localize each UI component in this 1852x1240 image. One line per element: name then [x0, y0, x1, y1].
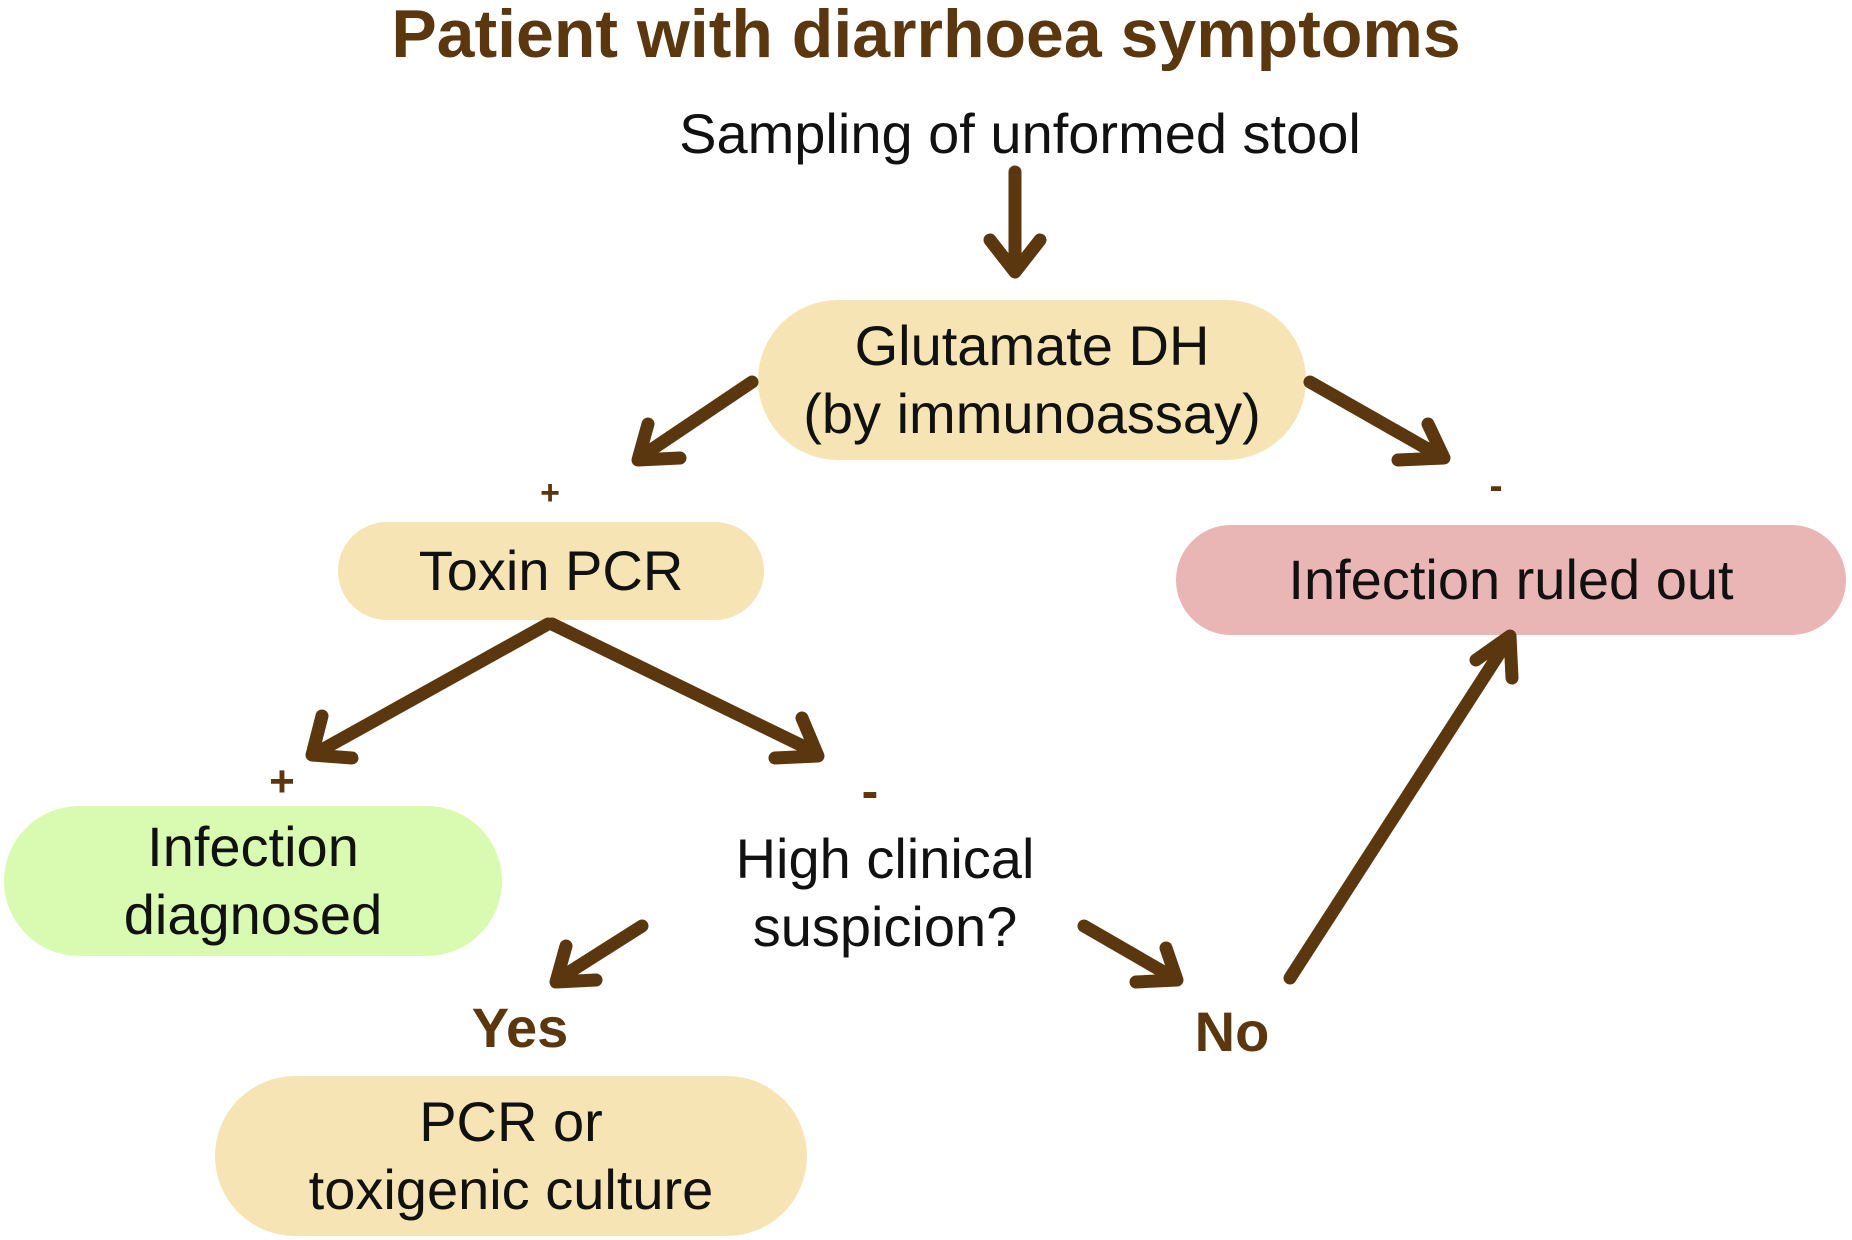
clinical-suspicion-line2: suspicion? [752, 895, 1018, 958]
diagram-title: Patient with diarrhoea symptoms [391, 0, 1461, 72]
arrow-gdh-to-ruled-out [1303, 375, 1451, 467]
glutamate-dh-node: Glutamate DH (by immunoassay) [758, 300, 1306, 460]
arrow-suspicion-to-no [1077, 919, 1184, 989]
arrow-gdh-to-toxin-pcr [631, 375, 759, 467]
arrow-sampling-to-gdh [983, 165, 1047, 279]
pcr-or-culture-node: PCR or toxigenic culture [215, 1076, 807, 1236]
pcr-negative-sign: - [861, 763, 879, 819]
pcr-positive-sign: + [269, 757, 295, 806]
yes-label: Yes [471, 996, 569, 1059]
arrow-no-to-ruled-out [1283, 629, 1519, 985]
infection-diagnosed-line1: Infection [147, 815, 359, 878]
clinical-suspicion-line1: High clinical [735, 827, 1035, 890]
no-label: No [1194, 1000, 1270, 1063]
pcr-or-culture-line1: PCR or [419, 1090, 603, 1153]
arrow-toxin-pcr-to-diagnosed [305, 617, 555, 765]
gdh-negative-sign: - [1489, 464, 1503, 508]
clinical-suspicion-question: High clinical suspicion? [690, 825, 1080, 961]
toxin-pcr-node: Toxin PCR [338, 522, 764, 620]
infection-diagnosed-node: Infection diagnosed [4, 806, 502, 956]
gdh-positive-sign: + [540, 474, 560, 512]
infection-ruled-out-node: Infection ruled out [1176, 525, 1846, 635]
infection-ruled-out-label: Infection ruled out [1288, 548, 1734, 611]
infection-diagnosed-line2: diagnosed [123, 883, 383, 946]
arrow-toxin-pcr-to-suspicion [545, 617, 825, 765]
pcr-or-culture-line2: toxigenic culture [308, 1158, 714, 1221]
glutamate-dh-line1: Glutamate DH [854, 314, 1210, 377]
glutamate-dh-line2: (by immunoassay) [803, 382, 1261, 445]
arrow-suspicion-to-yes [549, 919, 649, 989]
sampling-step: Sampling of unformed stool [679, 102, 1361, 165]
toxin-pcr-label: Toxin PCR [418, 539, 684, 602]
